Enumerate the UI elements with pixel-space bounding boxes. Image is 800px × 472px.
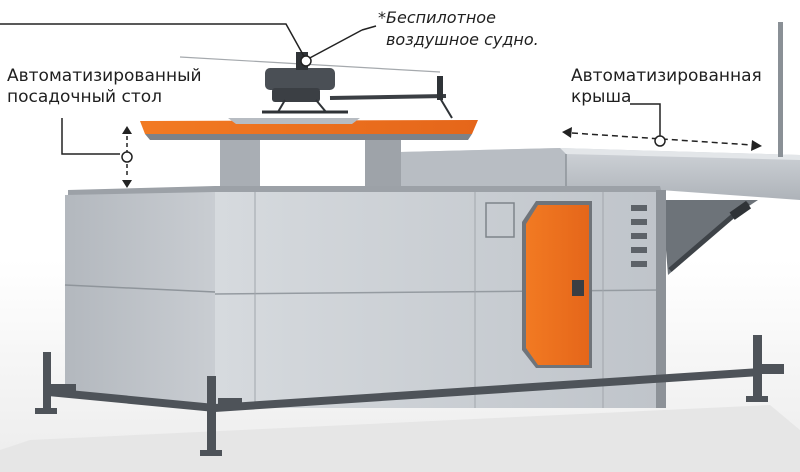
uav-callout-label: *Беспилотное воздушное судно. (378, 7, 539, 51)
vent-grille (631, 205, 647, 267)
roof-label-line2: крыша (571, 87, 632, 107)
service-hatch (485, 202, 515, 238)
uav-label-line1: *Беспилотное (378, 8, 496, 27)
callout-roof (571, 103, 753, 147)
uav-label-line2: воздушное судно. (386, 30, 539, 49)
antenna-mast (778, 22, 783, 157)
base-frame (35, 335, 784, 456)
horizontal-arrow-icon (562, 127, 762, 151)
roof-label-line1: Автоматизированная (571, 66, 762, 86)
callout-table (61, 118, 133, 178)
landing-table (140, 118, 478, 192)
landing-table-label-line1: Автоматизированный (7, 66, 202, 86)
vertical-arrow-icon (122, 126, 132, 188)
orange-door (522, 201, 592, 368)
landing-table-label-line2: посадочный стол (7, 87, 162, 107)
roof-callout-label: Автоматизированная крыша (571, 66, 762, 108)
door-handle (572, 280, 584, 296)
callout-uav (0, 23, 377, 67)
landing-table-callout-label: Автоматизированный посадочный стол (7, 66, 202, 108)
